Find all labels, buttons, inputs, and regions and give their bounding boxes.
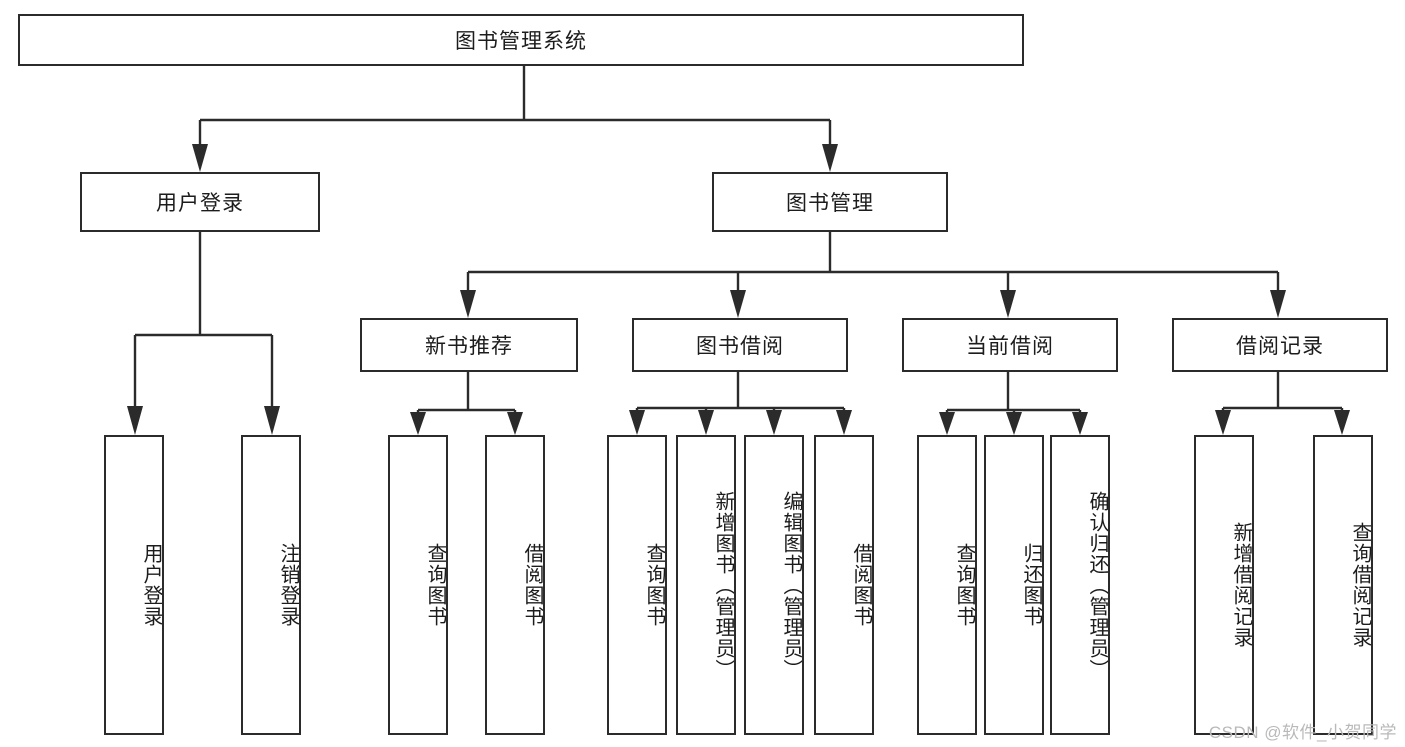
leaf-new-book-borrow[interactable]: 借阅图书 — [485, 435, 545, 735]
leaf-borrow-edit-book-admin[interactable]: 编辑图书（管理员） — [744, 435, 804, 735]
leaf-label: 注销登录 — [277, 543, 299, 627]
leaf-borrow-add-book-admin[interactable]: 新增图书（管理员） — [676, 435, 736, 735]
node-book-management[interactable]: 图书管理 — [712, 172, 948, 232]
node-new-book-recommend[interactable]: 新书推荐 — [360, 318, 578, 372]
leaf-current-return-book[interactable]: 归还图书 — [984, 435, 1044, 735]
leaf-label: 用户登录 — [140, 543, 162, 627]
leaf-records-add-record[interactable]: 新增借阅记录 — [1194, 435, 1254, 735]
node-current-borrow[interactable]: 当前借阅 — [902, 318, 1118, 372]
node-borrow-records[interactable]: 借阅记录 — [1172, 318, 1388, 372]
leaf-label: 确认归还（管理员） — [1086, 490, 1108, 680]
leaf-label: 编辑图书（管理员） — [780, 490, 802, 680]
leaf-new-book-query[interactable]: 查询图书 — [388, 435, 448, 735]
leaf-user-login-login[interactable]: 用户登录 — [104, 435, 164, 735]
leaf-label: 查询借阅记录 — [1349, 522, 1371, 648]
leaf-label: 借阅图书 — [521, 543, 543, 627]
leaf-label: 新增图书（管理员） — [712, 490, 734, 680]
leaf-label: 查询图书 — [424, 543, 446, 627]
leaf-label: 归还图书 — [1020, 543, 1042, 627]
leaf-label: 查询图书 — [953, 543, 975, 627]
node-user-login[interactable]: 用户登录 — [80, 172, 320, 232]
leaf-user-login-logout[interactable]: 注销登录 — [241, 435, 301, 735]
node-root-system[interactable]: 图书管理系统 — [18, 14, 1024, 66]
leaf-current-confirm-return-admin[interactable]: 确认归还（管理员） — [1050, 435, 1110, 735]
node-book-borrow[interactable]: 图书借阅 — [632, 318, 848, 372]
leaf-label: 借阅图书 — [850, 543, 872, 627]
leaf-records-query-record[interactable]: 查询借阅记录 — [1313, 435, 1373, 735]
leaf-label: 新增借阅记录 — [1230, 522, 1252, 648]
leaf-borrow-borrow-book[interactable]: 借阅图书 — [814, 435, 874, 735]
leaf-current-query-book[interactable]: 查询图书 — [917, 435, 977, 735]
leaf-borrow-query-book[interactable]: 查询图书 — [607, 435, 667, 735]
watermark-text: CSDN @软件_小贺同学 — [1208, 723, 1397, 742]
leaf-label: 查询图书 — [643, 543, 665, 627]
